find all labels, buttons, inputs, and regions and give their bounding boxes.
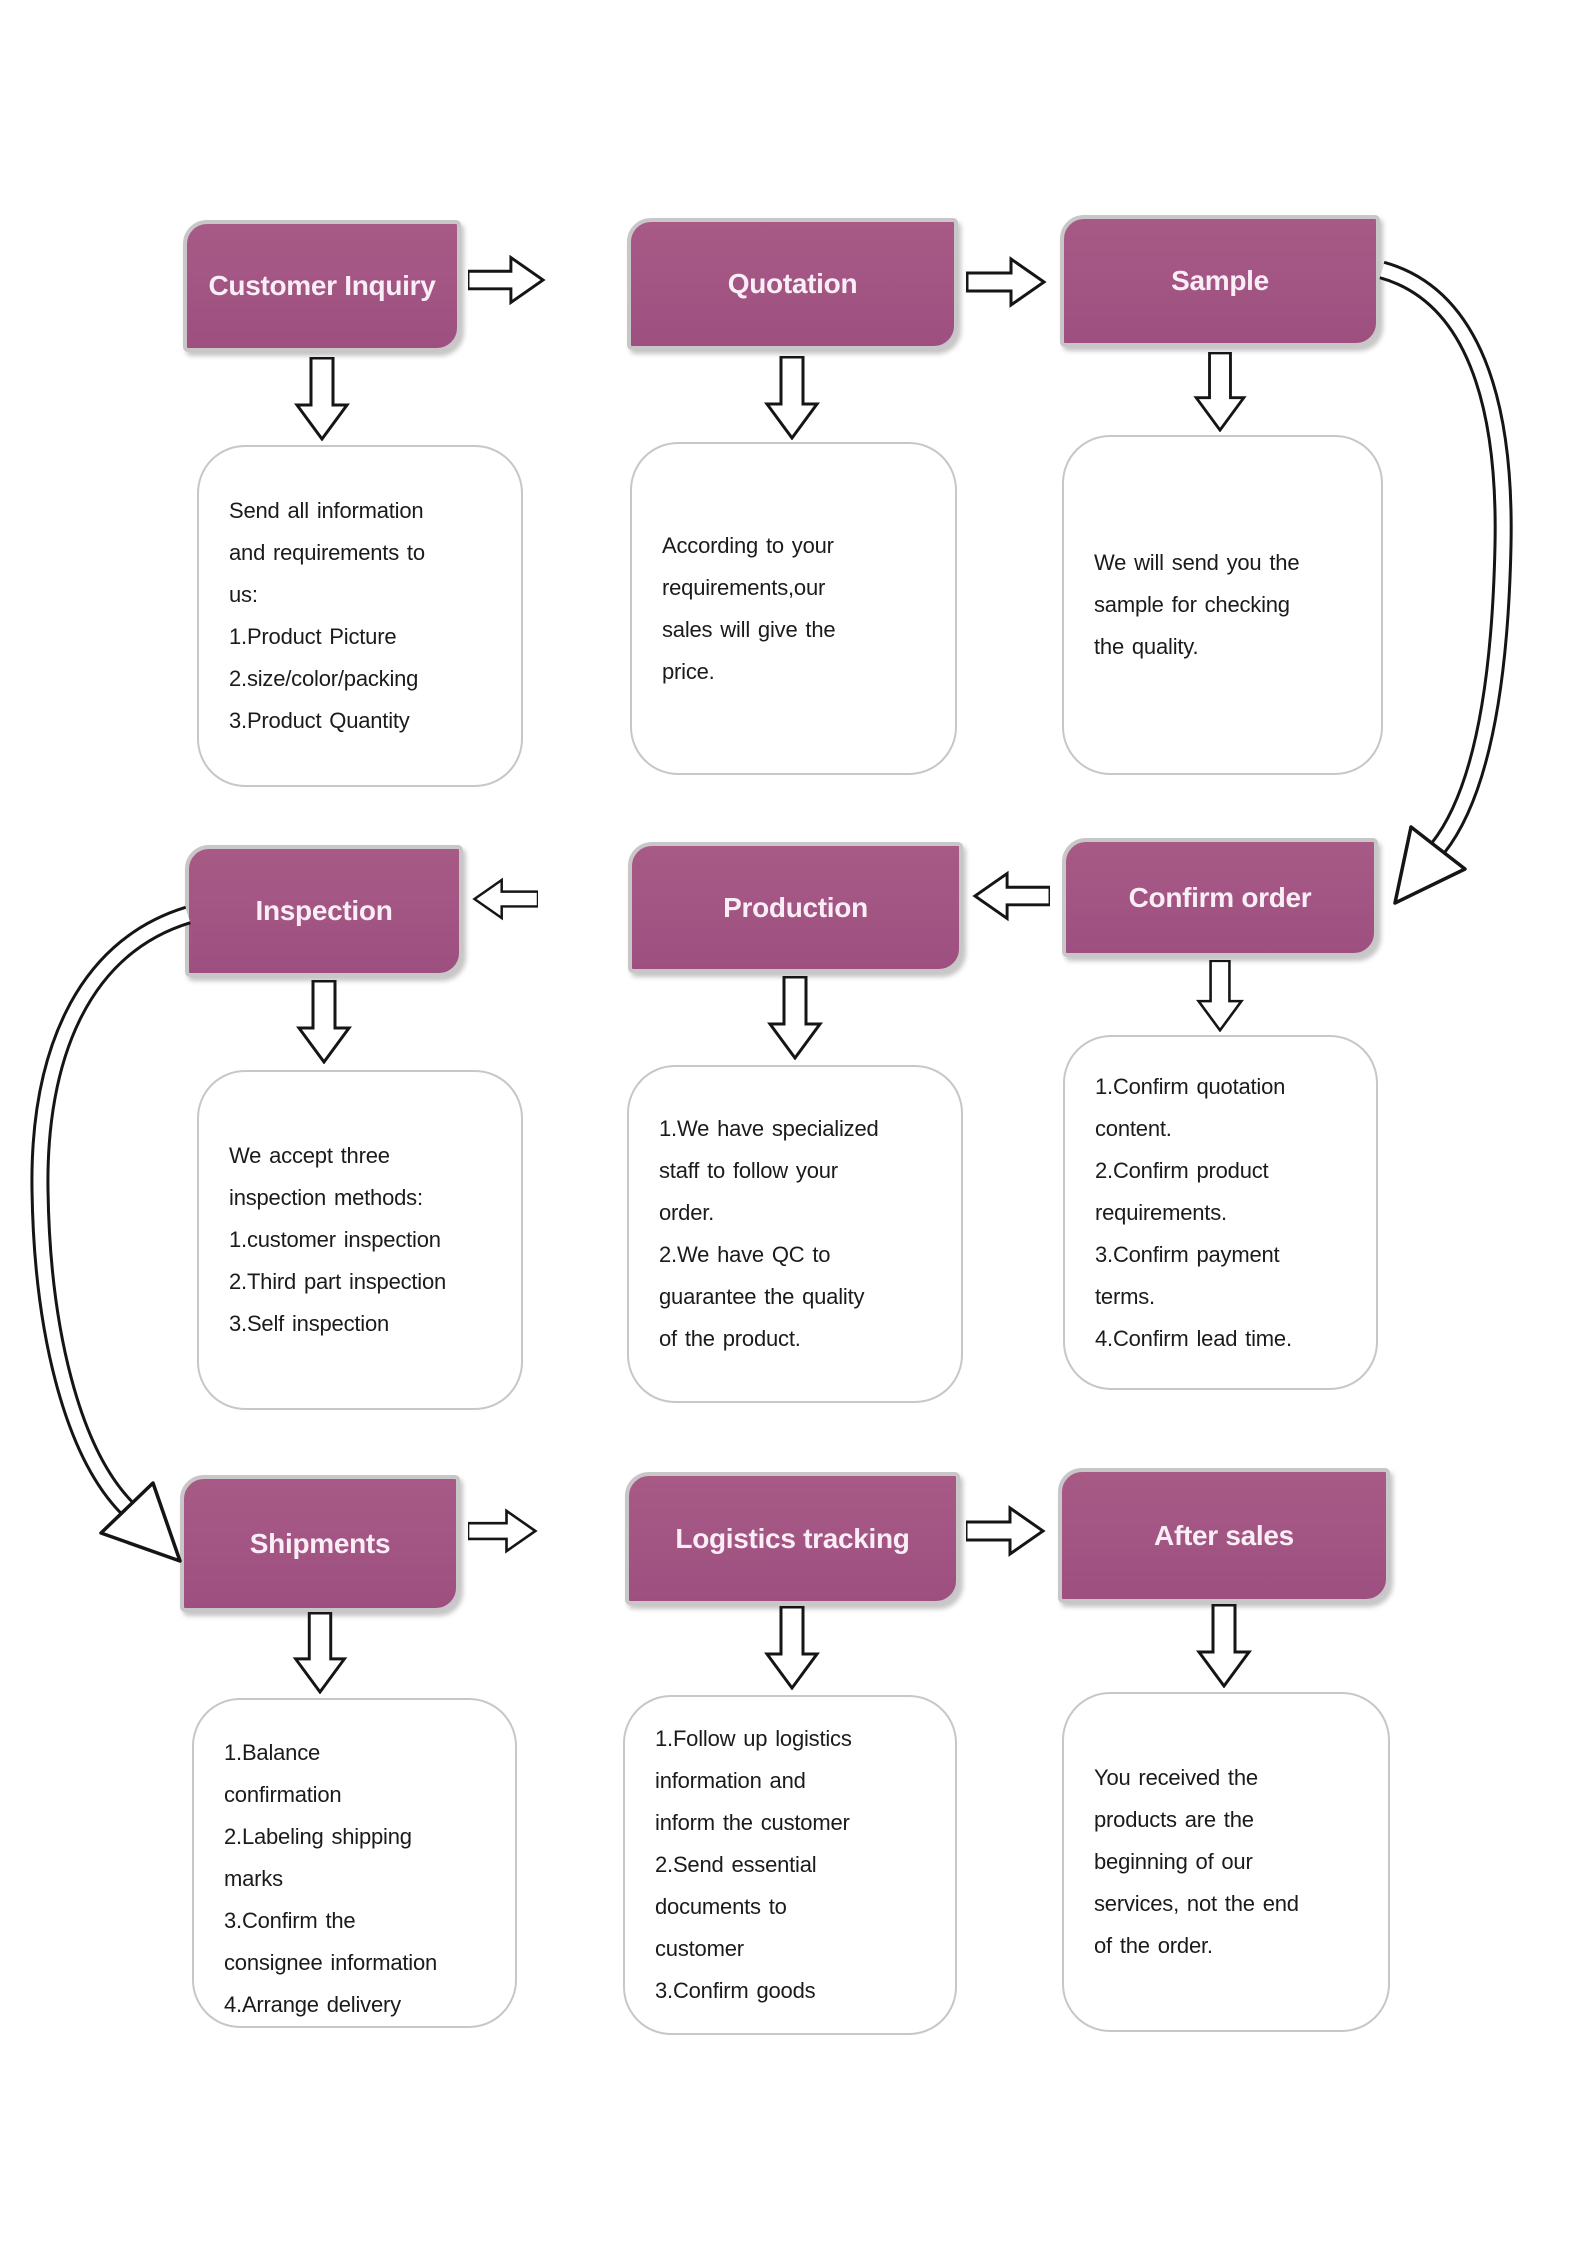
step-title: Sample — [1171, 265, 1269, 296]
curved-arrow-right-icon — [1379, 260, 1513, 905]
curved-arrow-left-icon — [30, 905, 191, 1563]
description-text: 1.Confirm quotation content. 2.Confirm p… — [1095, 1073, 1292, 1351]
step-after-sales-header: After sales — [1058, 1468, 1390, 1603]
arrow-down-icon — [1196, 960, 1244, 1032]
arrow-right-icon — [966, 256, 1047, 308]
description-text: We accept three inspection methods: 1.cu… — [229, 1143, 447, 1336]
step-inspection-description: We accept three inspection methods: 1.cu… — [197, 1070, 523, 1410]
arrow-right-icon — [966, 1505, 1046, 1557]
step-logistics-tracking-header: Logistics tracking — [625, 1472, 960, 1605]
description-text: You received the products are the beginn… — [1094, 1765, 1299, 1958]
arrow-right-icon — [468, 1508, 538, 1554]
step-title: Confirm order — [1128, 881, 1312, 913]
arrow-down-icon — [764, 1606, 820, 1690]
step-title: Inspection — [255, 895, 393, 926]
description-text: According to your requirements,our sales… — [662, 532, 836, 684]
step-shipments-header: Shipments — [180, 1475, 460, 1612]
step-customer-inquiry-header: Customer Inquiry — [183, 220, 461, 352]
description-text: 1.Balance confirmation 2.Labeling shippi… — [224, 1740, 438, 2017]
step-title: Shipments — [249, 1527, 391, 1559]
step-quotation-description: According to your requirements,our sales… — [630, 442, 957, 775]
step-title: Production — [723, 891, 868, 923]
description-text: 1.Follow up logistics information and in… — [655, 1726, 852, 2003]
arrow-down-icon — [292, 1612, 348, 1694]
step-production-description: 1.We have specialized staff to follow yo… — [627, 1065, 963, 1403]
step-logistics-tracking-description: 1.Follow up logistics information and in… — [623, 1695, 957, 2035]
description-text: We will send you the sample for checking… — [1094, 550, 1300, 659]
step-title: Quotation — [727, 268, 858, 299]
step-sample-description: We will send you the sample for checking… — [1062, 435, 1383, 775]
arrow-down-icon — [1196, 1604, 1252, 1688]
arrow-down-icon — [764, 356, 820, 440]
description-text: Send all information and requirements to… — [229, 498, 425, 733]
step-shipments-description: 1.Balance confirmation 2.Labeling shippi… — [192, 1698, 517, 2028]
step-title: After sales — [1154, 1519, 1294, 1551]
step-quotation-header: Quotation — [627, 218, 958, 350]
step-title: Customer Inquiry — [208, 270, 436, 301]
step-production-header: Production — [628, 842, 963, 973]
arrow-left-icon — [972, 870, 1050, 922]
arrow-down-icon — [1193, 352, 1247, 432]
step-inspection-header: Inspection — [185, 845, 463, 977]
step-confirm-order-description: 1.Confirm quotation content. 2.Confirm p… — [1063, 1035, 1378, 1390]
step-title: Logistics tracking — [675, 1522, 910, 1554]
step-customer-inquiry-description: Send all information and requirements to… — [197, 445, 523, 787]
description-text: 1.We have specialized staff to follow yo… — [659, 1116, 879, 1351]
arrow-down-icon — [767, 976, 823, 1060]
arrow-left-icon — [472, 877, 538, 921]
step-confirm-order-header: Confirm order — [1062, 838, 1378, 957]
arrow-right-icon — [468, 254, 546, 306]
arrow-down-icon — [294, 357, 350, 441]
step-after-sales-description: You received the products are the beginn… — [1062, 1692, 1390, 2032]
step-sample-header: Sample — [1060, 215, 1380, 347]
arrow-down-icon — [296, 980, 352, 1064]
